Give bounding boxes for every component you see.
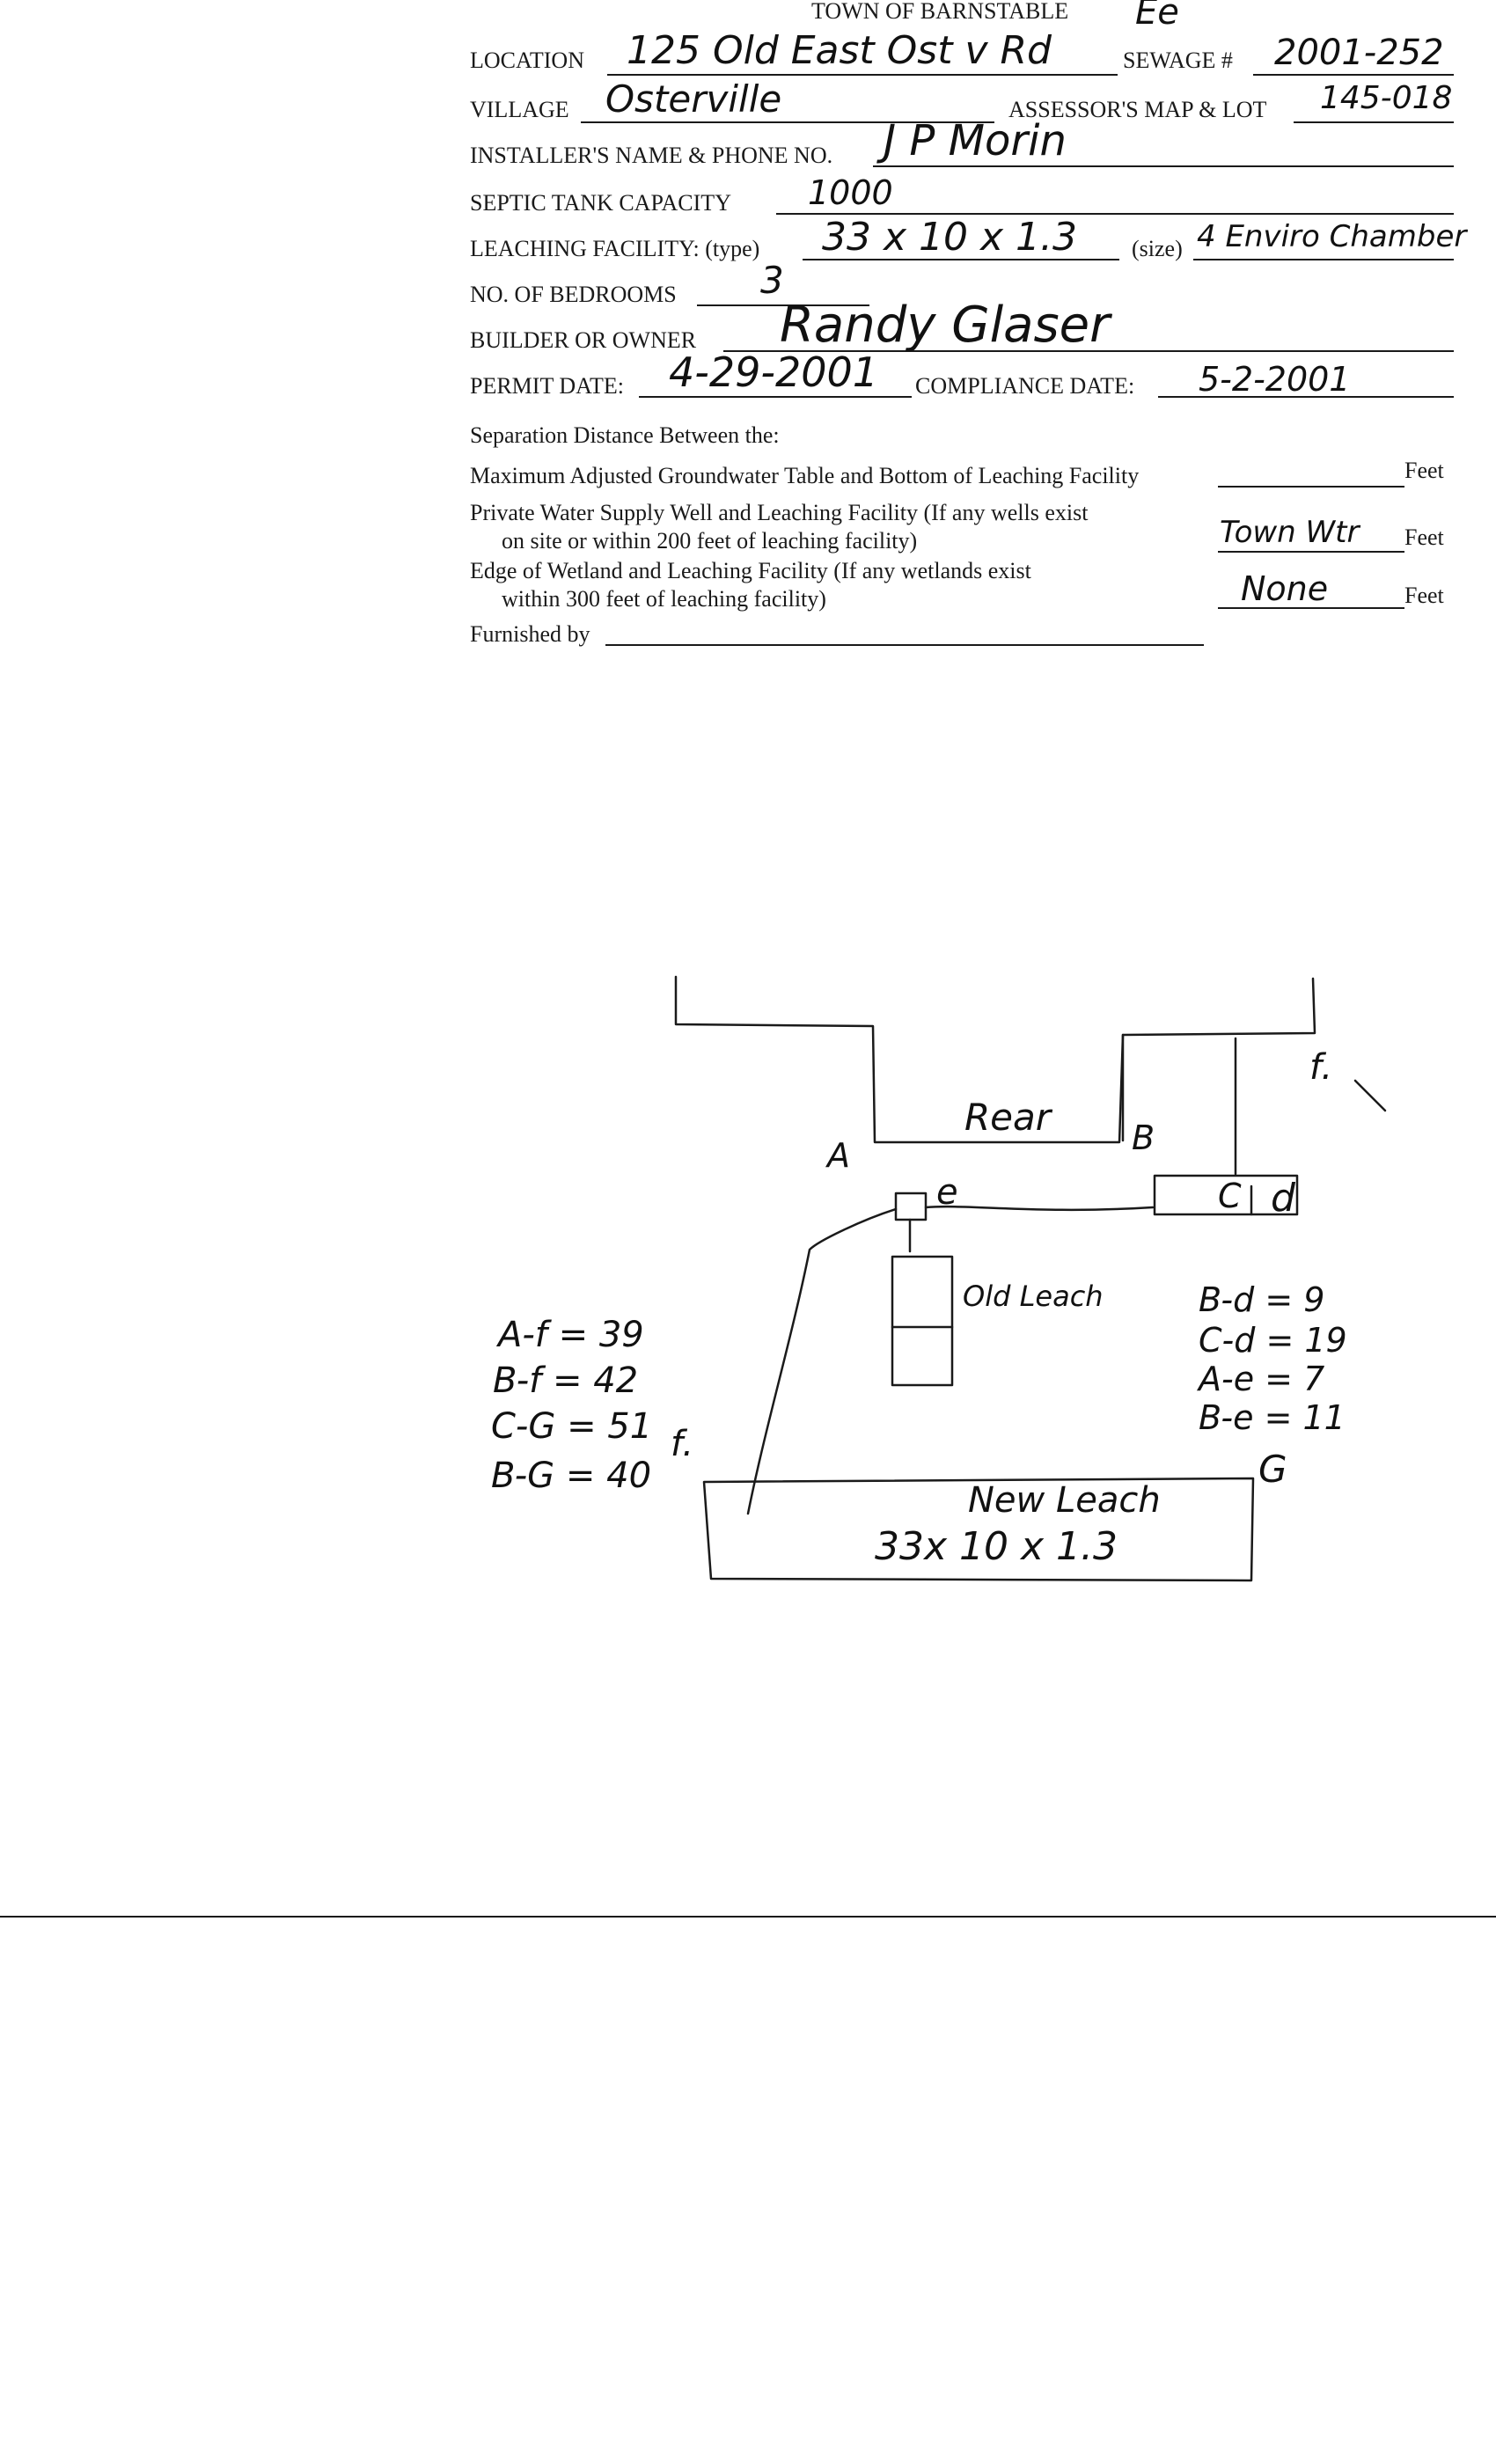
measurement-left-2: B-f = 42 [493,1360,638,1401]
box-e [894,1192,928,1221]
bedrooms-value: 3 [760,259,784,302]
sewage-label: SEWAGE # [1123,48,1233,73]
pipe-e-d [924,1205,1155,1212]
wetland-label-line2: within 300 feet of leaching facility) [502,586,826,612]
bedrooms-label: NO. OF BEDROOMS [470,282,677,307]
groundwater-label: Maximum Adjusted Groundwater Table and B… [470,463,1140,488]
wetland-value: None [1241,569,1329,608]
permit-date-label: PERMIT DATE: [470,373,625,399]
point-e-label: e [936,1172,958,1213]
town-title: TOWN OF BARNSTABLE [811,0,1069,24]
well-line [1218,551,1404,553]
furnished-by-label: Furnished by [470,621,590,647]
f-arrow [1353,1079,1387,1112]
compliance-date-value: 5-2-2001 [1199,360,1351,399]
old-leach-label: Old Leach [963,1280,1104,1313]
assessor-line [1294,121,1454,123]
measurement-left-4: B-G = 40 [491,1456,651,1496]
point-c-label: C [1218,1177,1242,1215]
new-leach-label: New Leach [968,1480,1161,1521]
permit-date-line [639,396,912,398]
assessor-label: ASSESSOR'S MAP & LOT [1008,97,1267,122]
new-leach-dims: 33x 10 x 1.3 [875,1524,1118,1569]
well-value: Town Wtr [1220,515,1360,550]
well-unit: Feet [1404,524,1444,550]
location-line [607,74,1118,76]
point-g-label: G [1258,1448,1287,1491]
point-f-upper-label: f. [1309,1047,1332,1088]
well-label-line1: Private Water Supply Well and Leaching F… [470,500,1089,525]
village-label: VILLAGE [470,97,569,122]
point-a-label: A [825,1136,850,1175]
leaching-type-label: LEACHING FACILITY: (type) [470,236,760,261]
permit-date-value: 4-29-2001 [669,348,879,396]
wetland-unit: Feet [1404,583,1444,608]
bedrooms-line [697,304,869,306]
rear-label: Rear [964,1096,1053,1139]
tank-d [1153,1174,1299,1216]
leaching-size-line [1193,259,1454,260]
pipe-to-new-leach [746,1207,898,1515]
measurement-right-1: B-d = 9 [1199,1280,1324,1319]
groundwater-unit: Feet [1404,458,1444,483]
compliance-date-label: COMPLIANCE DATE: [915,373,1135,399]
septic-tank-value: 1000 [808,173,893,212]
builder-line [723,350,1454,352]
location-value: 125 Old East Ost v Rd [627,28,1052,73]
septic-tank-line [776,213,1454,215]
builder-label: BUILDER OR OWNER [470,327,697,353]
location-label: LOCATION [470,48,584,73]
wetland-line [1218,607,1404,609]
installer-label: INSTALLER'S NAME & PHONE NO. [470,143,833,168]
village-value: Osterville [605,77,782,121]
well-label-line2: on site or within 200 feet of leaching f… [502,528,918,554]
house-outline [674,975,1316,1144]
measurement-left-1: A-f = 39 [495,1315,644,1355]
sewage-value: 2001-252 [1274,33,1444,73]
leaching-size-value: 4 Enviro Chamber [1197,219,1467,254]
measurement-left-3: C-G = 51 [491,1406,652,1447]
measurement-right-2: C-d = 19 [1199,1321,1347,1360]
point-d-label: d [1271,1176,1296,1221]
compliance-date-line [1158,396,1454,398]
installer-line [873,165,1454,167]
measurement-right-3: A-e = 7 [1196,1360,1324,1398]
sewage-line [1253,74,1454,76]
separation-heading: Separation Distance Between the: [470,422,780,448]
installer-value: J P Morin [884,116,1067,165]
leaching-type-line [803,259,1119,260]
wetland-label-line1: Edge of Wetland and Leaching Facility (I… [470,558,1031,583]
septic-tank-label: SEPTIC TANK CAPACITY [470,190,731,216]
point-b-label: B [1132,1118,1155,1157]
leaching-type-value: 33 x 10 x 1.3 [822,215,1077,260]
point-f-lower-label: f. [671,1424,693,1464]
builder-value: Randy Glaser [780,297,1111,354]
groundwater-line [1218,486,1404,488]
village-line [581,121,994,123]
leaching-size-label: (size) [1132,236,1183,261]
furnished-by-line [605,644,1204,646]
new-leach-box [702,1477,1255,1582]
old-leach-box [891,1255,954,1387]
town-title-annotation: Ee [1135,0,1179,33]
assessor-value: 145-018 [1320,80,1453,116]
measurement-right-4: B-e = 11 [1199,1398,1346,1437]
